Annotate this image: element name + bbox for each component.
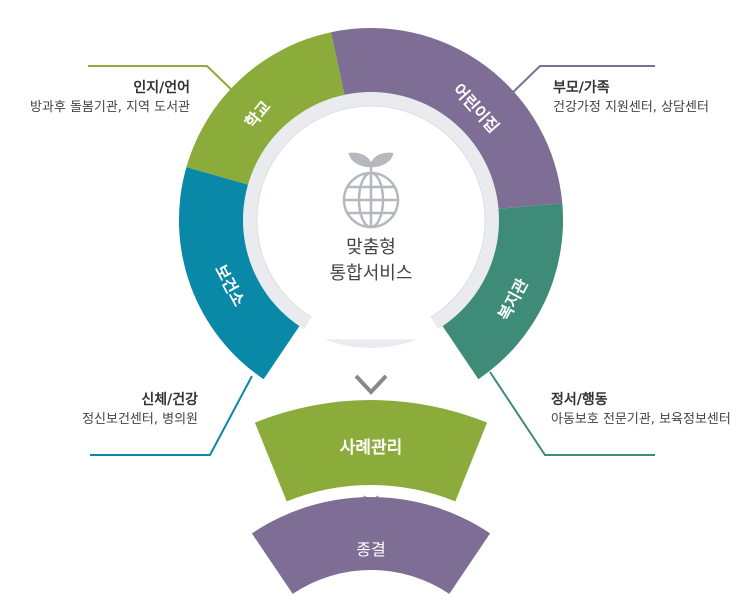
caption-title: 인지/언어: [133, 80, 190, 96]
step-closure[interactable]: [251, 496, 491, 594]
step-case-management[interactable]: [254, 400, 488, 502]
leader-line-welfare: [489, 371, 655, 456]
caption-desc: 정신보건센터, 병의원: [82, 412, 198, 427]
leader-line-daycare: [507, 65, 655, 98]
globe-sprout-icon: [342, 152, 400, 229]
center-title-line1: 맞춤형: [346, 237, 396, 258]
caption-school: 인지/언어 방과후 돌봄기관, 지역 도서관: [30, 78, 190, 118]
caption-welfare: 정서/행동 아동보호 전문기관, 보육정보센터: [551, 390, 731, 430]
leader-line-school: [88, 65, 237, 95]
segment-school[interactable]: [186, 32, 345, 186]
chevron-down-icon: [354, 374, 388, 395]
bottom-opening: [297, 220, 445, 340]
caption-desc: 건강가정 지원센터, 상담센터: [553, 100, 709, 115]
caption-daycare: 부모/가족 건강가정 지원센터, 상담센터: [553, 78, 709, 118]
center-title-line2: 통합서비스: [330, 263, 413, 284]
segment-health[interactable]: [178, 167, 301, 380]
step-label-closure: 종결: [356, 540, 385, 559]
segment-welfare[interactable]: [441, 203, 564, 380]
caption-desc: 아동보호 전문기관, 보육정보센터: [551, 412, 731, 427]
step-label-case-management: 사례관리: [340, 438, 403, 458]
caption-desc: 방과후 돌봄기관, 지역 도서관: [29, 100, 190, 115]
caption-title: 부모/가족: [553, 80, 610, 96]
caption-title: 정서/행동: [551, 392, 608, 408]
caption-title: 신체/건강: [141, 392, 198, 408]
leader-line-health: [90, 375, 253, 456]
caption-health: 신체/건강 정신보건센터, 병의원: [82, 390, 198, 430]
